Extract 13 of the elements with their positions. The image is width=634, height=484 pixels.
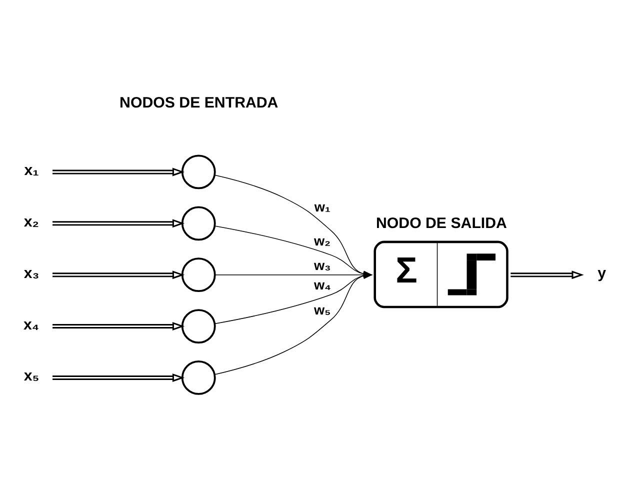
node-text: x₃ [24,264,40,282]
node-text: x₅ [24,367,40,384]
edge-label: w₅ [314,302,331,317]
edge-label: w₁ [314,199,331,214]
label: NODOS DE ENTRADA [120,94,278,112]
node-text: x₄ [24,316,40,333]
node-label: NODO DE SALIDA [376,214,507,232]
node-text: y [598,264,606,282]
node-text: x₂ [24,212,40,230]
edge-label: w₂ [314,233,331,248]
node-text: x₁ [24,161,39,178]
edge-label: w₃ [314,257,331,272]
edge-label: w₄ [314,277,332,292]
